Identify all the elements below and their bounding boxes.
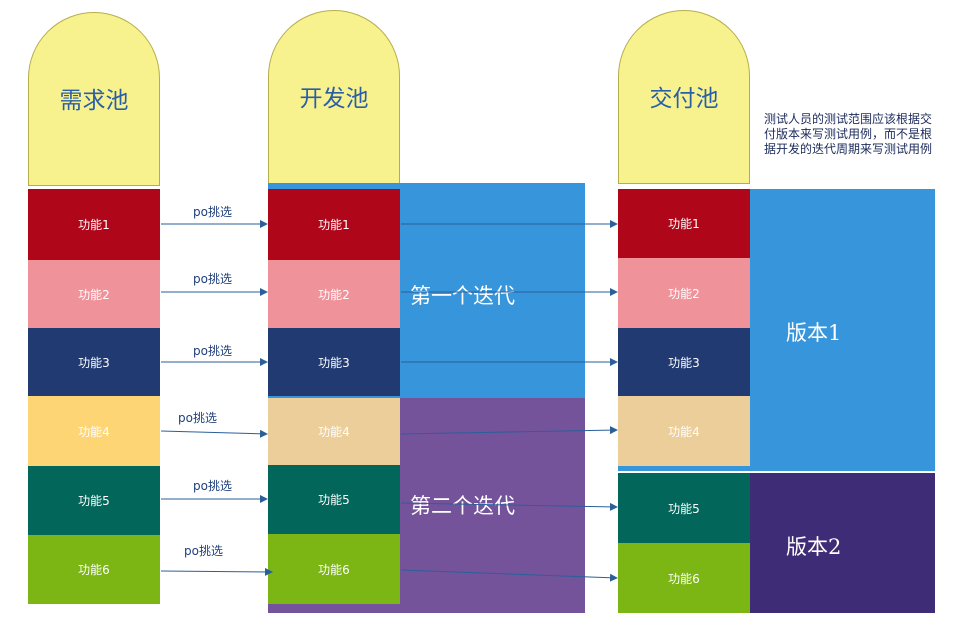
requirement-feature-3: 功能3 — [28, 328, 160, 396]
po-pick-label-1: po挑选 — [193, 205, 232, 219]
release-1-label: 版本1 — [786, 321, 842, 345]
iteration-2-label: 第二个迭代 — [410, 494, 515, 518]
dev-feature-3: 功能3 — [268, 328, 400, 396]
requirement-feature-1: 功能1 — [28, 189, 160, 260]
delivery-feature-3: 功能3 — [618, 328, 750, 396]
deliver-arrow-5 — [400, 502, 618, 511]
delivery-feature-2: 功能2 — [618, 258, 750, 328]
requirement-feature-4: 功能4 — [28, 396, 160, 466]
testing-note: 测试人员的测试范围应该根据交付版本来写测试用例，而不是根据开发的迭代周期来写测试… — [763, 112, 932, 156]
pool-title: 需求池 — [59, 88, 129, 114]
delivery-feature-1: 功能1 — [618, 189, 750, 258]
po-pick-label-3: po挑选 — [193, 344, 232, 358]
dev-feature-1: 功能1 — [268, 189, 400, 260]
pool-title: 开发池 — [299, 86, 369, 112]
pool-title: 交付池 — [649, 86, 719, 112]
pick-arrow-6 — [160, 567, 273, 576]
delivery-feature-4: 功能4 — [618, 396, 750, 466]
pool-header-requirements: 需求池 — [28, 12, 160, 186]
pick-arrow-4 — [160, 429, 268, 438]
iteration-1-label: 第一个迭代 — [410, 284, 515, 308]
dev-feature-2: 功能2 — [268, 260, 400, 328]
po-pick-label-6: po挑选 — [184, 544, 223, 558]
release-2-label: 版本2 — [786, 535, 842, 559]
dev-feature-5: 功能5 — [268, 465, 400, 534]
po-pick-label-4: po挑选 — [178, 411, 217, 425]
deliver-arrow-6 — [400, 569, 618, 582]
pool-header-delivery: 交付池 — [618, 10, 750, 184]
delivery-feature-6: 功能6 — [618, 543, 750, 613]
po-pick-label-5: po挑选 — [193, 479, 232, 493]
po-pick-label-2: po挑选 — [193, 272, 232, 286]
deliver-arrow-4 — [400, 426, 618, 435]
dev-feature-6: 功能6 — [268, 534, 400, 604]
requirement-feature-2: 功能2 — [28, 260, 160, 328]
delivery-feature-5: 功能5 — [618, 473, 750, 543]
dev-feature-4: 功能4 — [268, 398, 400, 465]
requirement-feature-6: 功能6 — [28, 535, 160, 604]
requirement-feature-5: 功能5 — [28, 466, 160, 535]
